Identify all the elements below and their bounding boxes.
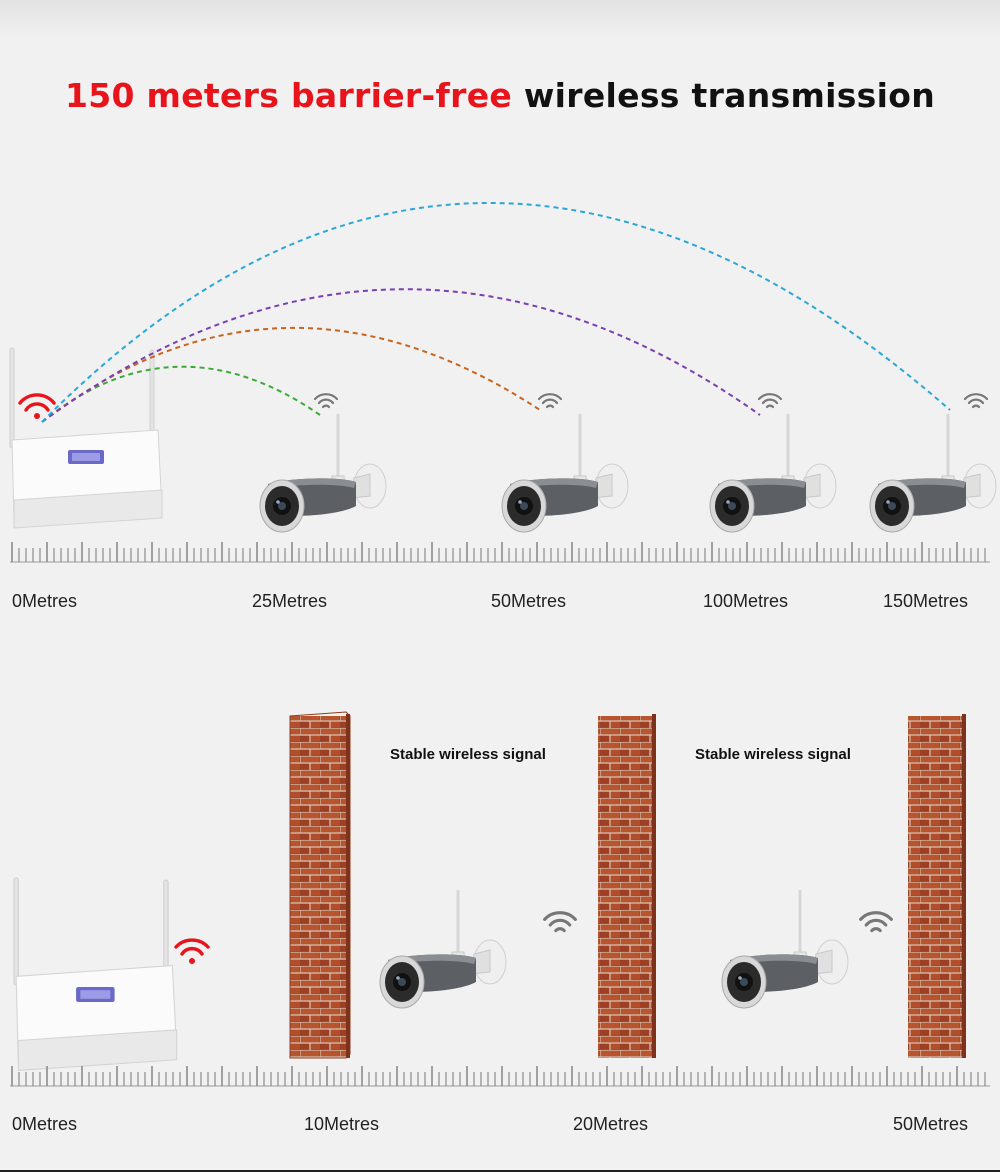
camera-icon [500,412,630,534]
distance-ruler [10,1066,990,1087]
camera-icon [720,888,850,1010]
signal-arc-50m [41,327,541,423]
camera-icon [868,412,998,534]
bottom-edge [0,1170,1000,1172]
camera-icon [378,888,508,1010]
top-shade [0,0,1000,40]
distance-label: 50Metres [491,591,567,611]
distance-label: 50Metres [893,1114,969,1134]
wifi-signal-icon [18,393,56,419]
wifi-router-icon [9,347,163,529]
camera-icon [258,412,388,534]
distance-label: 100Metres [703,591,789,611]
wifi-icon [537,393,563,409]
brick-walls [289,711,966,1059]
brick-wall [289,711,351,1059]
headline-highlight: 150 meters barrier-free [64,76,513,115]
distance-label: 150Metres [883,591,969,611]
wifi-router-icon [13,877,178,1071]
wifi-icon [963,393,989,409]
brick-wall [908,714,966,1058]
wifi-icon [543,911,577,933]
distance-label: 25Metres [252,591,328,611]
wifi-signal-icon [174,938,210,964]
distance-label: 0Metres [12,591,78,611]
signal-note: Stable wireless signal [390,746,546,763]
brick-wall [598,714,656,1058]
distance-label: 20Metres [573,1114,649,1134]
headline-rest: wireless transmission [523,76,936,115]
distance-label: 0Metres [12,1114,78,1134]
signal-arcs [41,202,951,423]
distance-ruler [10,542,990,563]
signal-note: Stable wireless signal [695,746,851,763]
signal-arc-100m [41,288,761,423]
headline: 150 meters barrier-free wireless transmi… [0,76,1000,115]
wifi-icon [859,911,893,933]
wifi-icons-cameras [313,393,989,409]
wifi-icons-walls [543,911,893,933]
signal-arc-25m [41,365,321,423]
wifi-icon [313,393,339,409]
camera-icon [708,412,838,534]
wifi-icon [757,393,783,409]
signal-arc-150m [41,202,951,423]
cameras-open [258,412,998,534]
distance-label: 10Metres [304,1114,380,1134]
